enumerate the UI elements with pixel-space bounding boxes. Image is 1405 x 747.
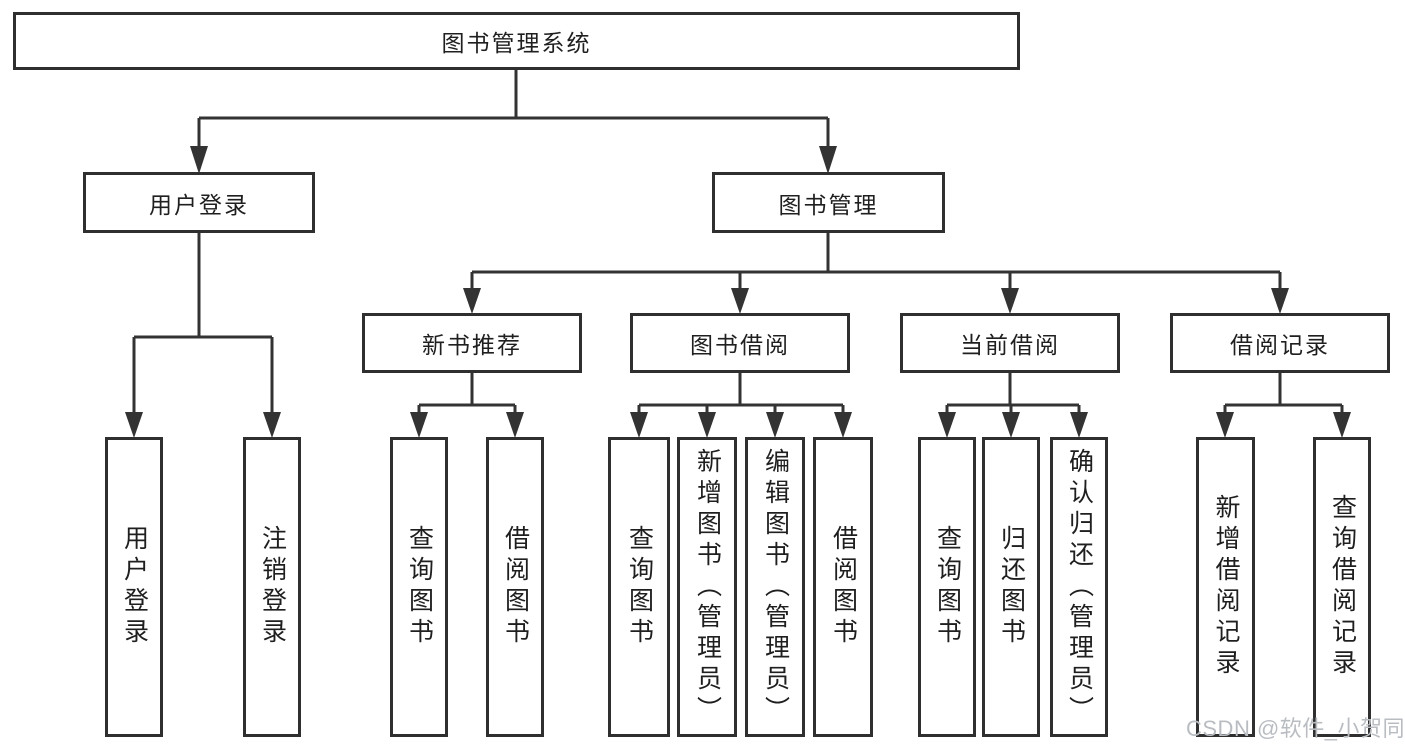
node-current-borrowing: 当前借阅 (900, 313, 1120, 373)
node-book-borrowing: 图书借阅 (630, 313, 850, 373)
node-new-book-recommend: 新书推荐 (362, 313, 582, 373)
leaf-return-books: 归还图书 (982, 437, 1040, 737)
node-root: 图书管理系统 (13, 12, 1020, 70)
leaf-confirm-return-admin: 确认归还（管理员） (1050, 437, 1108, 737)
leaf-borrow-books-borrowing: 借阅图书 (813, 437, 873, 737)
connector-paths (132, 70, 1344, 413)
node-user-login: 用户登录 (83, 172, 315, 233)
watermark-text: CSDN @软件_小贺同学 (1186, 716, 1405, 741)
leaf-logout: 注销登录 (243, 437, 301, 737)
leaf-query-borrow-record: 查询借阅记录 (1313, 437, 1371, 737)
leaf-query-books-borrowing: 查询图书 (608, 437, 670, 737)
leaf-edit-books-admin: 编辑图书（管理员） (745, 437, 805, 737)
leaf-query-books-current: 查询图书 (918, 437, 976, 737)
leaf-add-borrow-record: 新增借阅记录 (1196, 437, 1255, 737)
arrow-heads (125, 146, 1351, 438)
node-book-management: 图书管理 (712, 172, 945, 233)
leaf-add-books-admin: 新增图书（管理员） (677, 437, 737, 737)
leaf-borrow-books-recommend: 借阅图书 (486, 437, 544, 737)
node-borrowing-records: 借阅记录 (1170, 313, 1390, 373)
leaf-user-login: 用户登录 (105, 437, 163, 737)
leaf-query-books-recommend: 查询图书 (390, 437, 448, 737)
